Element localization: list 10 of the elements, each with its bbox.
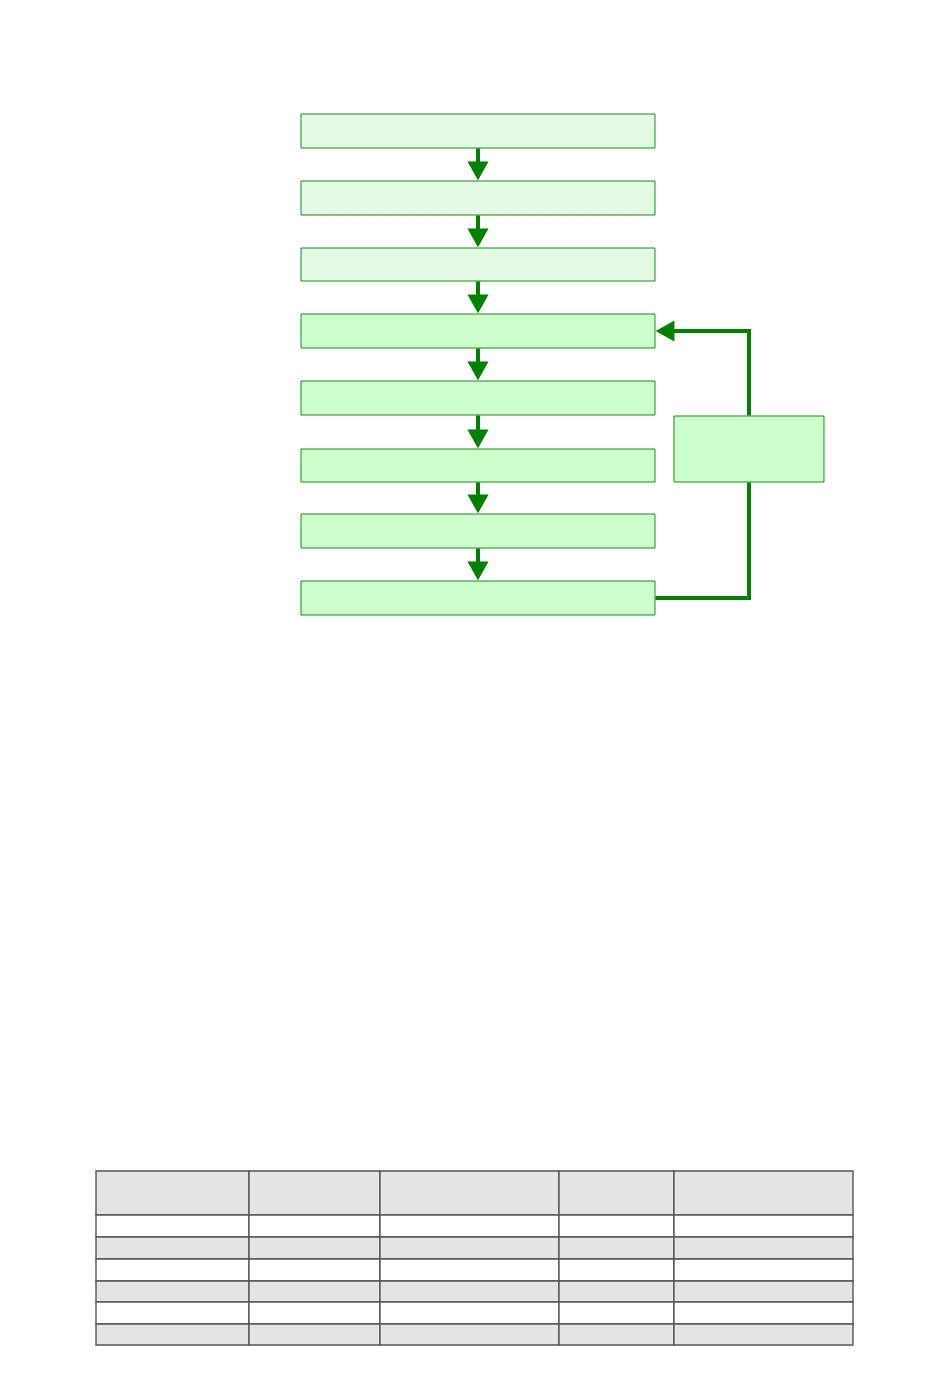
process-box xyxy=(300,448,656,483)
process-box xyxy=(300,313,656,349)
process-box xyxy=(300,380,656,416)
process-box xyxy=(300,513,656,549)
process-box xyxy=(300,180,656,216)
process-box xyxy=(300,113,656,149)
connector-line xyxy=(655,482,751,600)
process-box xyxy=(300,580,656,616)
process-box xyxy=(673,415,825,483)
process-box xyxy=(300,247,656,282)
